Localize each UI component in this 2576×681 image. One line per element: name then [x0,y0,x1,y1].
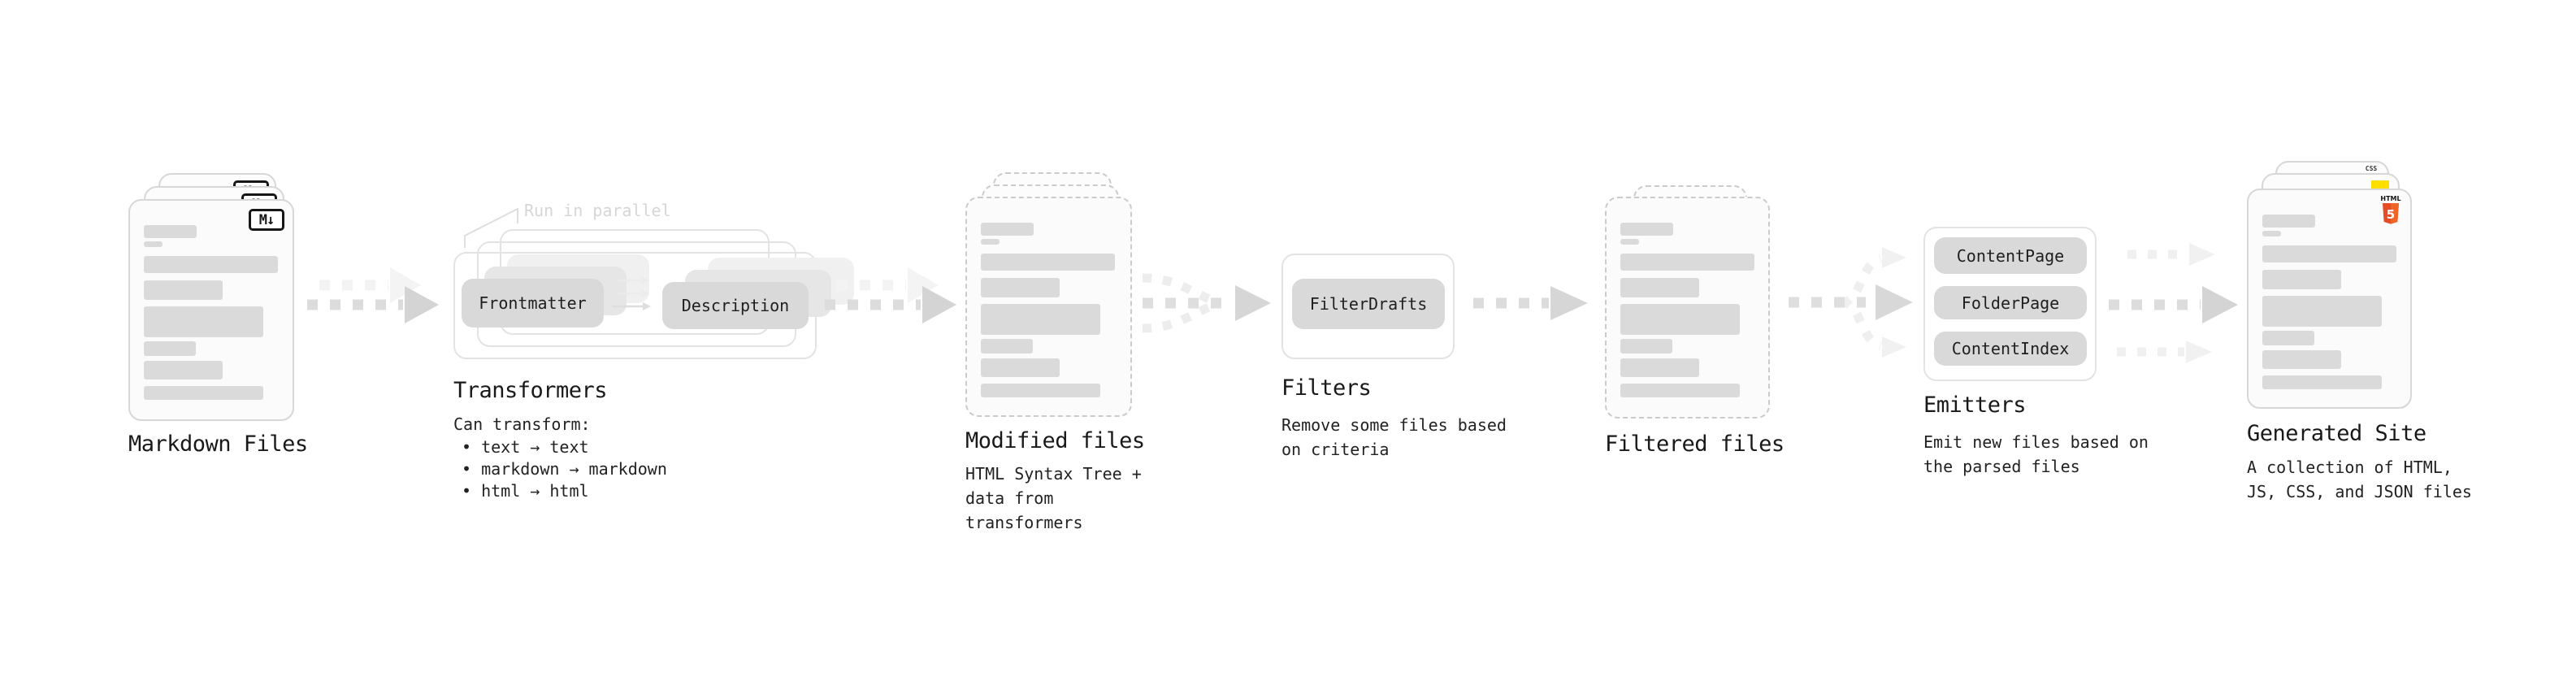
content-line [2262,231,2281,236]
content-line [144,225,197,238]
content-line [1620,278,1699,297]
folderpage-chip: FolderPage [1934,286,2087,319]
css-icon-label: CSS [2365,165,2378,172]
content-line [981,254,1115,271]
stage-label: Generated Site [2247,421,2426,446]
stage-modified-files: Modified files HTML Syntax Tree + data f… [965,172,1169,532]
frontmatter-chip: Frontmatter [462,279,604,327]
content-line [981,278,1060,297]
content-line [1620,358,1699,377]
content-line [2262,245,2396,262]
content-line [1620,223,1673,236]
stage-description: A collection of HTML, JS, CSS, and JSON … [2247,458,2472,501]
stage-filters: FilterDrafts Filters Remove some files b… [1281,254,1525,465]
markdown-icon: M↓ [249,209,284,231]
stage-generated-site: CSS HTML 5 Generated Site A collection o… [2247,161,2491,518]
js-icon [2371,180,2389,189]
stage-label: Emitters [1923,393,2027,418]
stage-label: Filtered files [1605,432,1785,457]
content-line [144,256,278,273]
content-line [1620,254,1754,271]
svg-text:5: 5 [2387,207,2395,222]
stage-markdown-files: M↓ M↓ M↓ Markdown Files [128,173,332,474]
content-line [144,386,263,400]
html5-icon: HTML 5 [2379,194,2402,227]
annotation-callout-line [464,207,518,248]
content-line [144,341,196,356]
transform-bullet-list: • text → text • markdown → markdown • ht… [462,436,667,502]
arrow-filtered-to-emitters [1789,247,1913,358]
content-line [2262,350,2341,369]
modified-file-card-front [965,197,1132,417]
content-line [1620,339,1672,354]
filtered-file-card-front [1605,197,1770,419]
doc-content-placeholder [981,223,1115,397]
content-line [981,223,1034,236]
content-line [981,339,1033,354]
svg-text:HTML: HTML [2380,195,2400,202]
stage-filtered-files: Filtered files [1605,185,1808,462]
stage-label: Markdown Files [128,432,308,457]
stage-description: Can transform: [453,414,591,434]
bullet-item: • html → html [462,481,589,501]
content-line [144,361,223,380]
contentpage-chip: ContentPage [1934,237,2087,274]
content-line [144,280,223,300]
stage-label: Filters [1281,375,1372,401]
content-line [144,306,263,337]
content-line [981,304,1100,335]
content-line [2262,215,2315,228]
arrow-markdown-to-transformers [307,267,439,323]
stage-label: Transformers [453,378,608,403]
contentindex-chip: ContentIndex [1934,332,2087,366]
content-line [1620,384,1740,397]
arrow-filters-to-filtered [1473,286,1588,320]
bullet-item: • text → text [462,437,589,457]
content-line [1620,239,1639,245]
description-chip: Description [662,282,809,329]
parallel-transform-arrows [612,276,651,310]
run-in-parallel-note: Run in parallel [524,201,671,220]
content-line [2262,375,2382,389]
content-line [981,384,1100,397]
bullet-item: • markdown → markdown [462,459,667,479]
content-line [1620,304,1740,335]
generated-file-card-front: HTML 5 [2247,189,2412,409]
arrow-emitters-to-generated [2109,243,2238,363]
filterdrafts-chip: FilterDrafts [1292,279,1445,329]
content-line [981,239,1000,245]
content-line [2262,270,2341,289]
content-line [2262,296,2382,327]
content-line [144,241,163,247]
markdown-file-card-front: M↓ [128,199,294,421]
doc-content-placeholder [1620,223,1754,397]
content-line [2262,331,2314,345]
stage-description: Remove some files based on criteria [1281,415,1507,459]
stage-description: Emit new files based on the parsed files [1923,432,2149,476]
stage-label: Modified files [965,428,1145,453]
stage-transformers: Run in parallel Frontmatter Description … [453,199,854,508]
stage-emitters: ContentPage FolderPage ContentIndex Emit… [1923,227,2167,479]
content-line [981,358,1060,377]
arrow-transformers-to-modified [825,267,956,323]
doc-content-placeholder [2262,215,2396,389]
doc-content-placeholder [144,225,278,400]
arrow-modified-to-filters [1142,273,1271,333]
stage-description: HTML Syntax Tree + data from transformer… [965,464,1142,532]
